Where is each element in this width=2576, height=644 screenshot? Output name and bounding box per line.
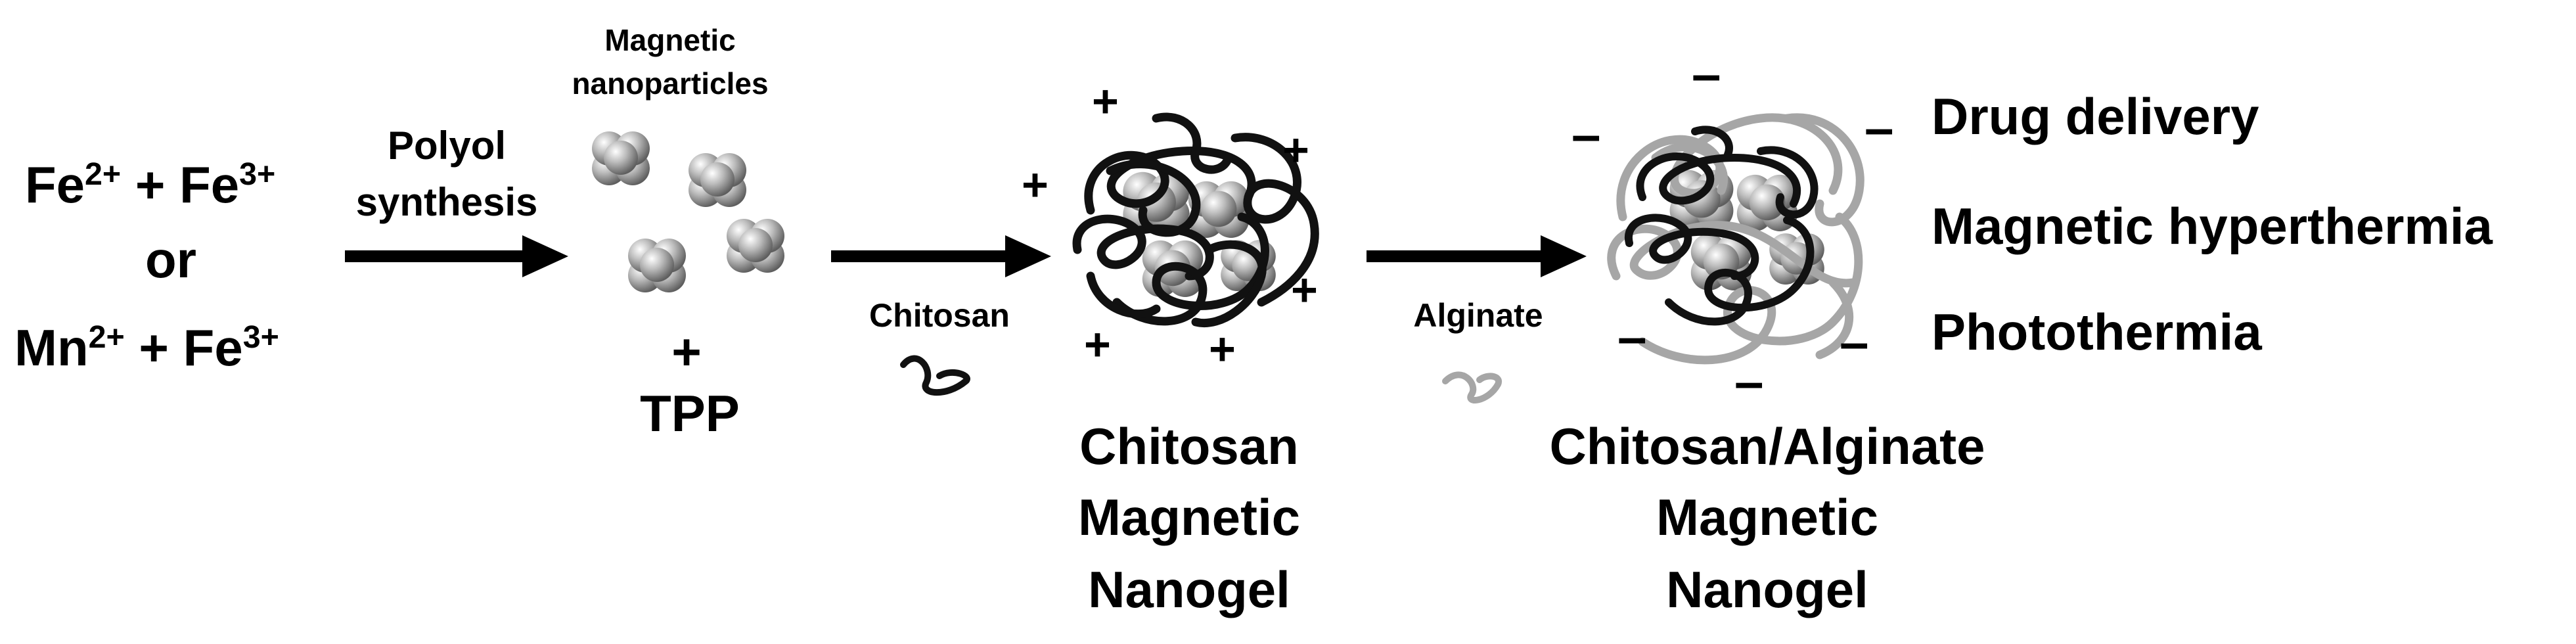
nanoparticle-cluster-3 <box>727 219 784 273</box>
chitosan-squiggle-icon <box>900 355 970 396</box>
positive-charge-5: + <box>1084 319 1111 370</box>
product2-label-line2: Magnetic <box>1656 488 1879 546</box>
product1-label-line3: Nanogel <box>1088 561 1290 618</box>
nanoparticles-label-line1: Magnetic <box>604 23 736 57</box>
nanoparticle-cluster-2 <box>689 153 746 207</box>
positive-charge-3: + <box>1022 159 1049 210</box>
alginate-reagent-label: Alginate <box>1413 297 1543 334</box>
chitosan-reagent-label: Chitosan <box>869 297 1010 334</box>
nanoparticles-label-line2: nanoparticles <box>572 66 769 101</box>
positive-charge-1: + <box>1092 76 1119 127</box>
reactant-mn2-fe3: Mn2+ + Fe3+ <box>14 319 279 377</box>
negative-charge-1: – <box>1692 45 1721 103</box>
nanoparticle-cluster-4 <box>628 239 686 292</box>
reactant-fe2-fe3: Fe2+ + Fe3+ <box>25 156 276 214</box>
tpp-plus-sign: + <box>671 323 702 380</box>
product2-label-line3: Nanogel <box>1666 561 1868 618</box>
step1-label-line2: synthesis <box>355 180 538 224</box>
application-photothermia: Photothermia <box>1932 303 2262 361</box>
reactant-or: or <box>145 231 196 288</box>
positive-charge-2: + <box>1282 124 1309 175</box>
positive-charge-6: + <box>1209 323 1236 375</box>
application-magnetic-hyperthermia: Magnetic hyperthermia <box>1932 197 2493 255</box>
negative-charge-2: – <box>1571 105 1601 164</box>
arrow-polyol-synthesis <box>345 235 568 277</box>
alginate-squiggle-icon <box>1442 371 1502 403</box>
product1-label-line2: Magnetic <box>1077 488 1301 546</box>
negative-charge-5: – <box>1840 313 1869 371</box>
product1-label-line1: Chitosan <box>1079 417 1299 475</box>
chitosan-alginate-nanogel-particle <box>1607 113 1864 365</box>
arrow-alginate-step <box>1367 235 1587 277</box>
negative-charge-6: – <box>1734 352 1764 411</box>
negative-charge-4: – <box>1617 308 1647 366</box>
nanoparticle-cluster-1 <box>592 131 650 185</box>
product2-label-line1: Chitosan/Alginate <box>1549 417 1985 475</box>
negative-charge-3: – <box>1864 99 1894 157</box>
step1-label-line1: Polyol <box>387 124 507 168</box>
arrow-chitosan-step <box>831 235 1051 277</box>
positive-charge-4: + <box>1291 264 1318 315</box>
tpp-label: TPP <box>640 384 740 442</box>
chitosan-nanogel-particle <box>1072 112 1319 327</box>
application-drug-delivery: Drug delivery <box>1932 87 2259 145</box>
